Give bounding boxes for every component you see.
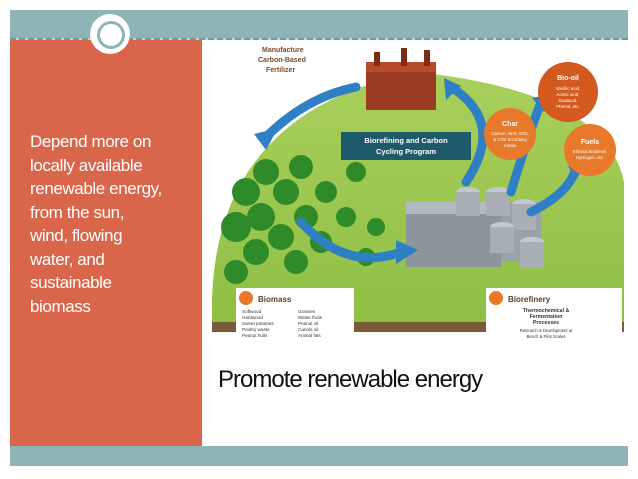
fertilizer-factory <box>366 48 436 110</box>
char-title: Char <box>502 121 518 128</box>
biooil-line: Acetic acid, <box>556 92 579 97</box>
fuels-line: Hydrogen, etc. <box>576 155 604 160</box>
biomass-title: Biomass <box>258 295 292 304</box>
left-line: wind, flowing <box>30 224 208 248</box>
fuels-title: Fuels <box>581 139 599 146</box>
circle-decoration-icon <box>92 16 128 52</box>
left-panel-text: Depend more on locally available renewab… <box>30 130 208 318</box>
fertilizer-line: Fertilizer <box>266 67 295 74</box>
biorefinery-diagram: Manufacture Carbon-Based Fertilizer Bior… <box>206 42 626 342</box>
biomass-item: Grasses <box>298 309 316 314</box>
biooil-line: Vanillic acid, <box>556 86 581 91</box>
left-line: biomass <box>30 295 208 319</box>
program-line: Cycling Program <box>376 147 436 156</box>
biorefinery-icon <box>489 291 503 305</box>
fertilizer-line: Manufacture <box>262 47 304 54</box>
char-line: & CO2 Scrubbing <box>493 137 527 142</box>
caption: Promote renewable energy <box>218 366 628 394</box>
biomass-item: Waste fruits <box>298 315 323 320</box>
biooil-line: Phenol, etc. <box>556 104 580 109</box>
fertilizer-label: Manufacture Carbon-Based Fertilizer <box>258 47 306 74</box>
biorefinery-title: Biorefinery <box>508 295 551 304</box>
left-line: water, and <box>30 248 208 272</box>
biomass-item: Canola oil <box>298 327 318 332</box>
biomass-item: Hardwood <box>242 315 263 320</box>
left-line: from the sun, <box>30 201 208 225</box>
left-line: renewable energy, <box>30 177 208 201</box>
biomass-icon <box>239 291 253 305</box>
left-line: Depend more on <box>30 130 208 154</box>
left-panel: Depend more on locally available renewab… <box>10 40 202 446</box>
biomass-item: Softwood <box>242 309 262 314</box>
biomass-item: Poultry waste <box>242 327 270 332</box>
biorefinery-sub: Research & Development at <box>520 328 573 333</box>
program-line: Biorefining and Carbon <box>364 136 448 145</box>
biomass-item: Peanut hulls <box>242 333 268 338</box>
fertilizer-line: Carbon-Based <box>258 57 306 64</box>
biomass-item: Animal fats <box>298 333 321 338</box>
biorefinery-sub: Bench & Pilot Scales <box>527 334 566 339</box>
char-line: media <box>504 143 516 148</box>
biomass-item: Peanut oil <box>298 321 318 326</box>
biomass-item: Sweet potatoes <box>242 321 274 326</box>
left-line: sustainable <box>30 271 208 295</box>
char-line: Carbon, NH3, SO2, <box>491 131 528 136</box>
left-line: locally available <box>30 154 208 178</box>
biooil-line: Guaiacol, <box>558 98 577 103</box>
fuels-line: Ethanol,Biodiesel, <box>573 149 607 154</box>
biooil-title: Bio-oil <box>557 75 579 82</box>
bottom-band <box>10 446 628 466</box>
biorefinery-line: Processes <box>533 320 559 326</box>
